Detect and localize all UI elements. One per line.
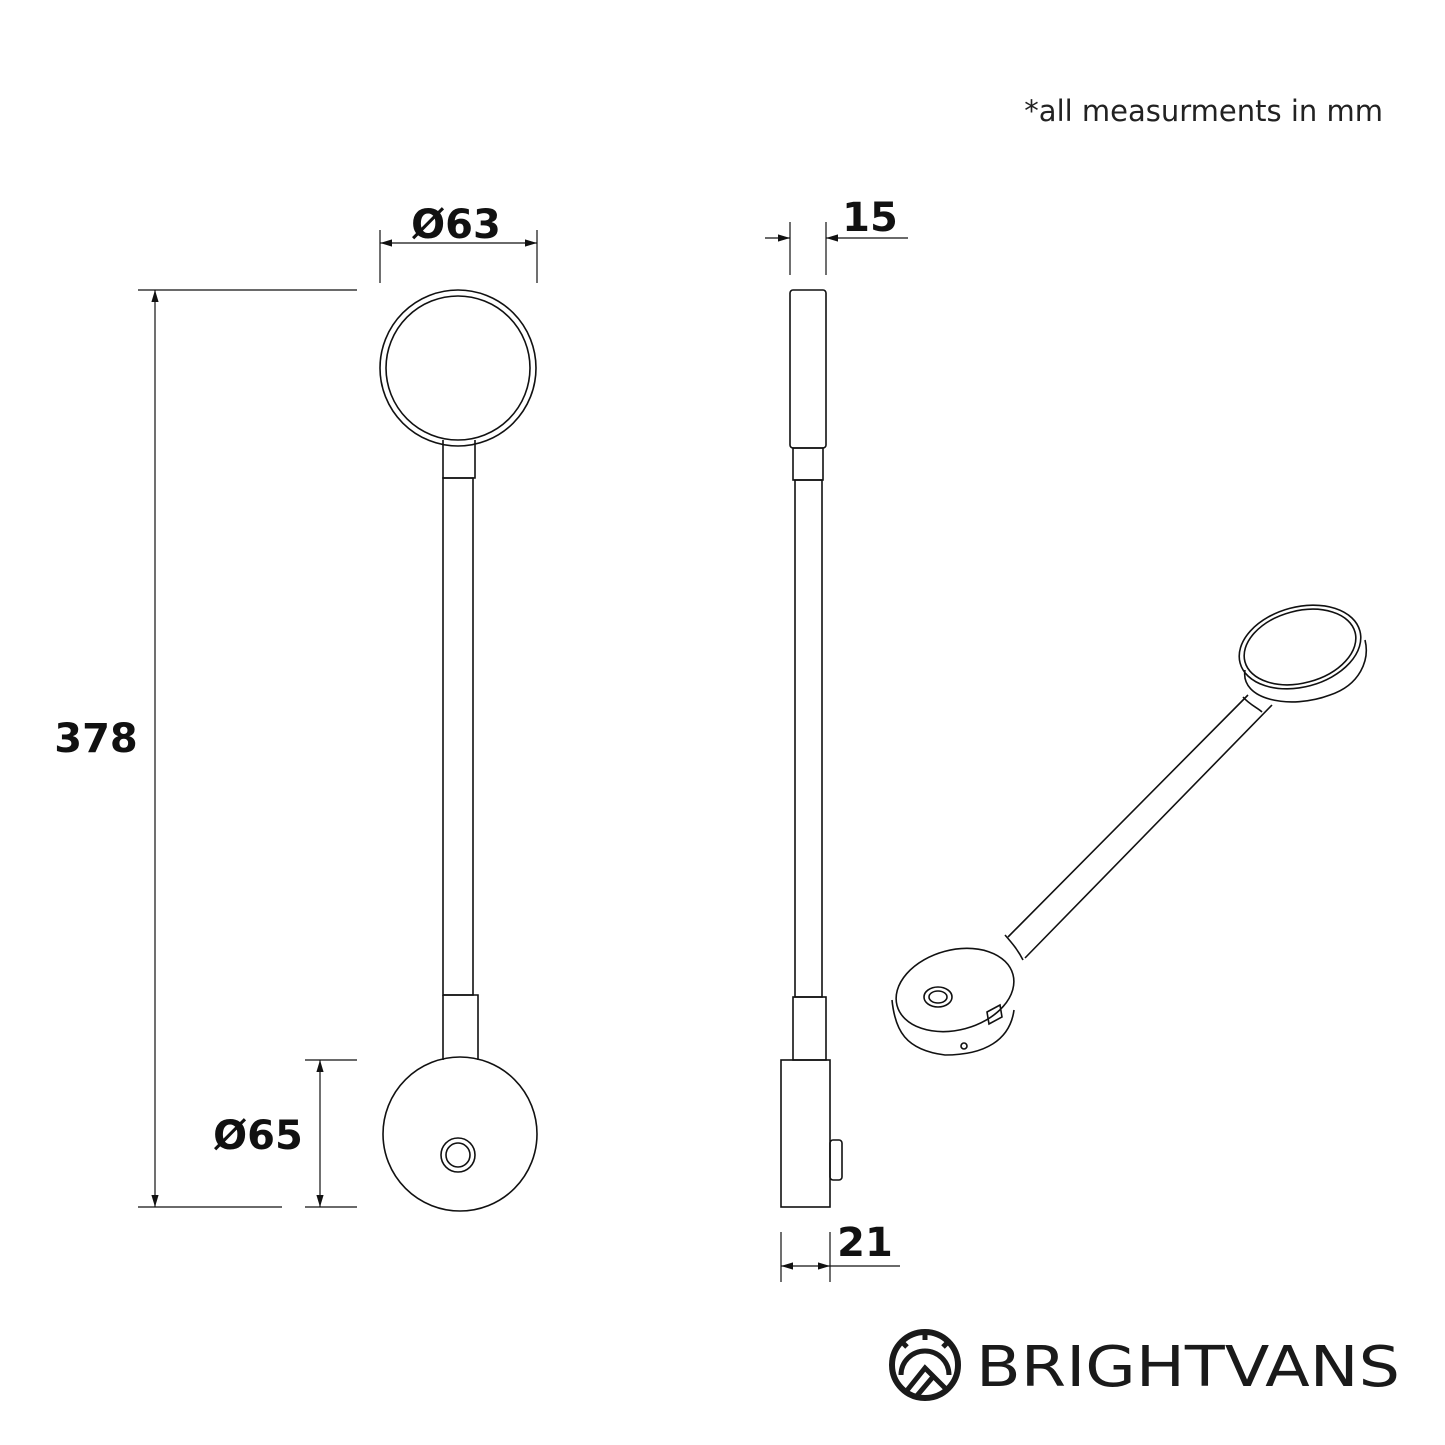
units-note: *all measurments in mm xyxy=(1024,94,1383,128)
svg-text:Ø65: Ø65 xyxy=(213,1113,303,1159)
dimension-total-height: 378 xyxy=(54,289,357,1208)
brand-name: BRIGHTVANS xyxy=(976,1335,1400,1400)
brand-logo: BRIGHTVANS xyxy=(889,1329,1400,1401)
svg-text:15: 15 xyxy=(842,195,898,241)
svg-text:378: 378 xyxy=(54,716,138,762)
dimension-head-diameter: Ø63 xyxy=(379,202,538,283)
front-view xyxy=(379,289,538,1212)
perspective-view xyxy=(891,604,1367,1056)
side-view xyxy=(780,289,843,1208)
switch-button xyxy=(440,1137,476,1173)
svg-text:21: 21 xyxy=(837,1220,893,1266)
svg-text:Ø63: Ø63 xyxy=(411,202,501,248)
mountain-sun-icon xyxy=(889,1329,961,1401)
dimension-base-diameter: Ø65 xyxy=(213,1059,357,1208)
dimension-base-thickness: 21 xyxy=(780,1220,900,1282)
dimension-head-thickness: 15 xyxy=(765,195,908,275)
